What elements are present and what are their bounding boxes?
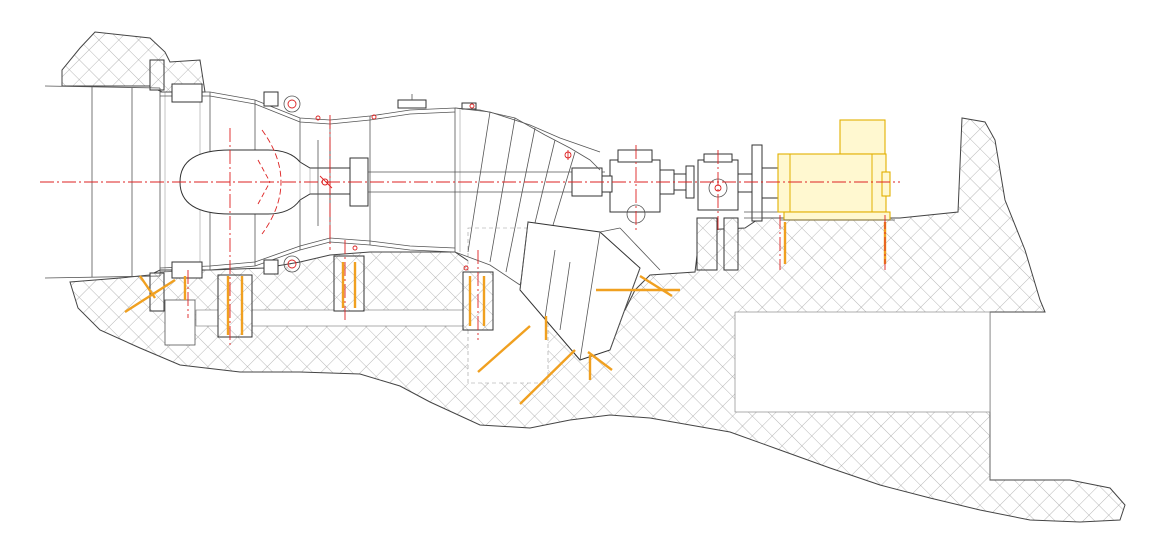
- generator-terminal-box: [839, 119, 886, 155]
- guide-vane-arcs: [257, 129, 282, 235]
- servomotor-bottom: [283, 255, 301, 273]
- bearing-housing: [609, 159, 661, 213]
- centerlines: [40, 115, 900, 345]
- turbine-casing: [159, 83, 601, 286]
- servomotor-top: [283, 95, 301, 113]
- inlet-flange: [171, 83, 203, 103]
- blockout-1: [164, 299, 196, 346]
- bearing-and-gearbox: [601, 144, 790, 224]
- generator: [777, 119, 895, 221]
- lower-gallery: [734, 311, 991, 413]
- generator-body: [777, 153, 887, 213]
- pedestals: [149, 59, 739, 338]
- flywheel: [751, 144, 763, 222]
- draft-tube: [454, 107, 661, 361]
- bulb-nose: [179, 140, 369, 226]
- red-markers: [315, 103, 572, 271]
- upper-left-concrete: [61, 31, 206, 93]
